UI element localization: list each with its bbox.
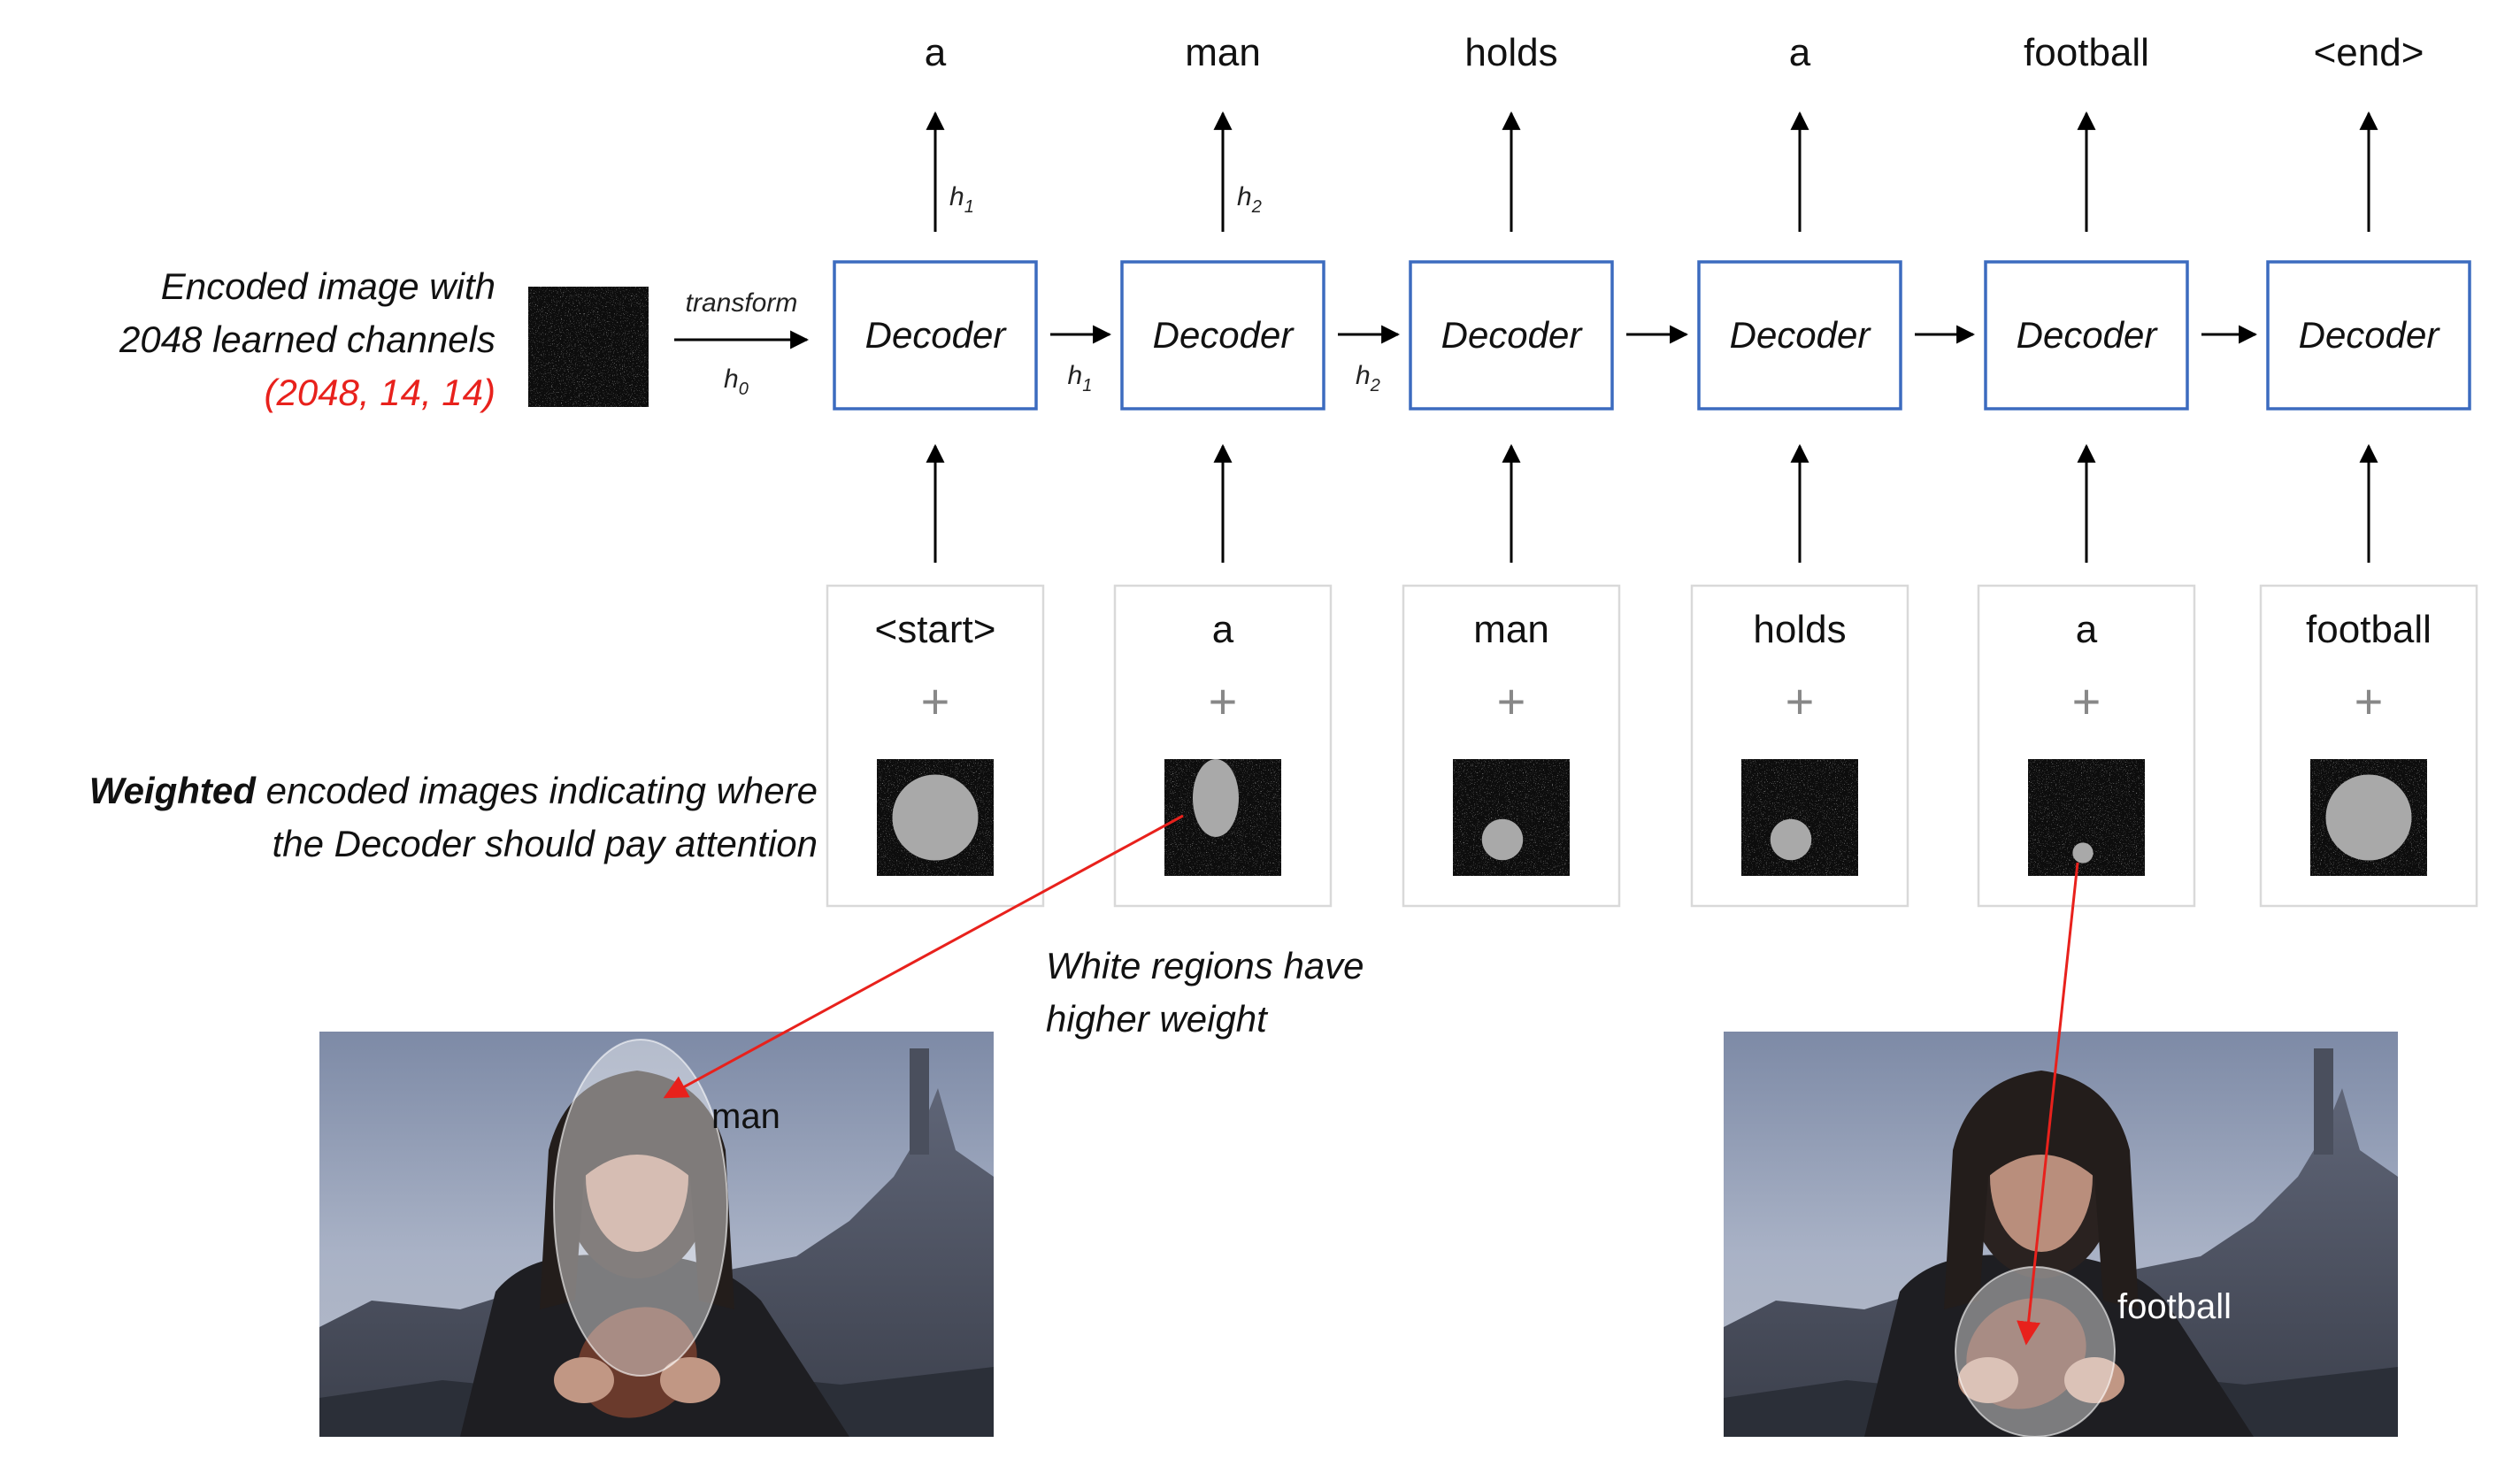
input-word: a (1212, 608, 1234, 651)
attention-spot (1770, 818, 1812, 861)
photo-left (319, 1032, 994, 1437)
plus-sign: + (921, 673, 950, 729)
attention-ellipse-right (1955, 1266, 2116, 1438)
attention-spot (1193, 759, 1239, 837)
h0-label: h0 (724, 365, 749, 399)
plus-sign: + (2355, 673, 2384, 729)
transform-label: transform (686, 288, 798, 318)
decoder-box (1984, 260, 2189, 411)
weighted-encoding-thumbnail (1453, 759, 1570, 876)
input-word: football (2306, 608, 2432, 651)
photo-right (1724, 1032, 2398, 1438)
white-regions-line1: White regions have (1046, 945, 1364, 986)
output-word: <end> (2314, 31, 2424, 74)
output-word: a (925, 31, 947, 74)
hidden-label-right: h1 (1068, 361, 1093, 395)
hidden-label-up: h1 (949, 182, 974, 217)
input-word: holds (1753, 608, 1846, 651)
attention-arrow-right (2017, 862, 2079, 1346)
attention-arrow-left (663, 814, 1184, 1099)
input-word: <start> (875, 608, 996, 651)
plus-sign: + (1209, 673, 1238, 729)
plus-sign: + (1497, 673, 1526, 729)
plus-sign: + (2072, 673, 2101, 729)
plus-sign: + (1786, 673, 1815, 729)
decoder-columns: aDecoderh1h1<start>+manDecoderh2h2a+hold… (826, 31, 2478, 908)
encoded-line2: 2048 learned channels (119, 319, 496, 360)
decoder-label: Decoder (1730, 314, 1872, 356)
decoder-box (833, 260, 1038, 411)
encoded-line1: Encoded image with (161, 265, 496, 307)
decoder-box (1409, 260, 1614, 411)
decoder-box (1697, 260, 1902, 411)
photo-left-label: man (711, 1097, 780, 1136)
input-word: a (2076, 608, 2098, 651)
decoder-label: Decoder (865, 314, 1008, 356)
hidden-label-up: h2 (1237, 182, 1262, 217)
attention-ellipse-left (553, 1039, 728, 1377)
encoded-image-thumbnail (528, 287, 649, 407)
encoded-image-text: Encoded image with 2048 learned channels… (119, 265, 496, 413)
output-word: man (1185, 31, 1261, 74)
decoder-label: Decoder (2299, 314, 2441, 356)
attention-spot (2325, 774, 2412, 861)
decoder-label: Decoder (2017, 314, 2159, 356)
weighted-encoding-thumbnail (1741, 759, 1858, 876)
weighted-line1: Weighted encoded images indicating where (89, 770, 818, 811)
attention-spot (892, 774, 979, 861)
decoder-label: Decoder (1441, 314, 1584, 356)
decoder-box (1120, 260, 1325, 411)
weighted-rest: encoded images indicating where (256, 770, 818, 811)
weighted-text: Weighted encoded images indicating where… (89, 770, 818, 864)
attention-spot (2072, 842, 2094, 863)
output-word: football (2024, 31, 2149, 74)
weighted-line2: the Decoder should pay attention (273, 823, 818, 864)
photo-right-label: football (2117, 1287, 2232, 1326)
input-word: man (1473, 608, 1549, 651)
decoder-box (2266, 260, 2471, 411)
output-word: a (1789, 31, 1811, 74)
decoder-label: Decoder (1153, 314, 1295, 356)
encoded-shape: (2048, 14, 14) (264, 372, 496, 413)
weighted-bold: Weighted (89, 770, 257, 811)
white-regions-line2: higher weight (1046, 998, 1269, 1040)
output-word: holds (1464, 31, 1557, 74)
hidden-label-right: h2 (1356, 361, 1380, 395)
attention-spot (1481, 818, 1524, 861)
